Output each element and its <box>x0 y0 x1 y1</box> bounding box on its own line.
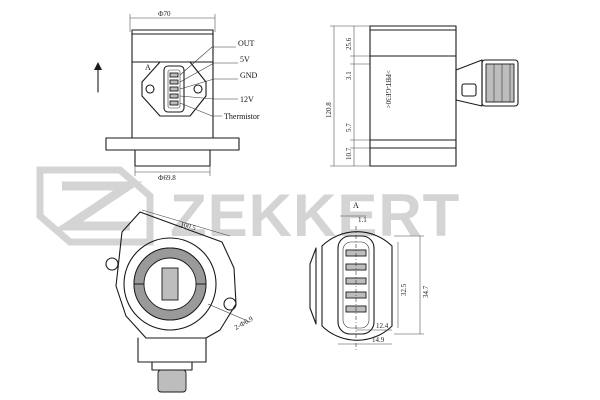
side-connector-housing <box>481 59 519 107</box>
connector-socket <box>163 65 185 113</box>
bottom-screen-lower <box>133 283 207 321</box>
dim-diagonal-line <box>141 209 231 237</box>
pin-5 <box>169 100 179 106</box>
pin-1 <box>169 72 179 78</box>
leader-5v <box>179 62 238 83</box>
dim-top-diameter: Ф70 <box>158 10 171 18</box>
bottom-view: 100.5 2-Ф6.9 <box>105 209 255 393</box>
dim-side-3: 5.7 <box>345 123 353 132</box>
front-view: Ф70 A OUT 5V GND 12V Thermistor <box>94 10 260 182</box>
dim-bottom-diameter: Ф69.8 <box>158 174 176 182</box>
side-connector-face <box>485 63 515 103</box>
dim-width-outer: 14.9 <box>372 336 385 344</box>
label-12v: 12V <box>240 95 254 104</box>
label-out: OUT <box>238 39 255 48</box>
bottom-flange <box>115 211 237 339</box>
leader-12v <box>179 95 238 100</box>
connector-plate <box>141 61 207 117</box>
dim-hole-leader <box>207 303 251 323</box>
dim-height-inner: 32.5 <box>400 283 408 296</box>
bottom-connector-base <box>137 337 207 363</box>
mount-hole-right <box>193 84 203 94</box>
connector-pins <box>169 72 179 106</box>
bottom-sensor-element <box>161 267 179 301</box>
zekkert-watermark: ZEKKERT <box>36 166 460 249</box>
label-thermistor: Thermistor <box>224 112 260 121</box>
bottom-connector-plug <box>157 369 187 393</box>
pin-3 <box>169 86 179 92</box>
dim-side-2: 3.1 <box>345 71 353 80</box>
side-connector-latch <box>461 83 477 97</box>
watermark-emblem <box>36 166 154 246</box>
bottom-connector-neck <box>151 361 193 371</box>
detail-section-mark: A <box>353 201 359 210</box>
part-mark: >PBT-GF30< <box>384 70 392 108</box>
detail-housing-outer <box>321 231 393 341</box>
front-flange <box>105 137 240 151</box>
side-view: 120.8 25.6 3.1 5.7 10.7 >PBT-GF30< <box>325 25 519 167</box>
connector-detail-view: A 1.1 32.5 34.7 12.4 14.9 <box>309 201 430 350</box>
dim-side-1: 25.6 <box>345 37 353 50</box>
pin-4 <box>169 93 179 99</box>
side-body <box>369 25 457 167</box>
mount-hole-left <box>145 84 155 94</box>
dim-height-outer: 34.7 <box>422 285 430 298</box>
dim-overall-height: 120.8 <box>325 102 333 118</box>
dim-side-4: 10.7 <box>345 147 353 160</box>
leader-thermistor <box>179 102 222 117</box>
leader-gnd <box>179 78 238 90</box>
flow-arrow-icon <box>94 62 102 70</box>
bottom-hole-right <box>223 297 237 311</box>
side-connector-neck <box>455 59 483 107</box>
dim-hole: 2-Ф6.9 <box>233 314 255 331</box>
detail-side-tab <box>309 247 317 325</box>
leader-out <box>179 46 236 76</box>
label-gnd: GND <box>240 71 258 80</box>
front-outlet <box>134 149 211 167</box>
dim-top: 1.1 <box>358 216 367 224</box>
bottom-bore-outer <box>123 237 217 331</box>
watermark-text: ZEKKERT <box>170 182 460 249</box>
label-5v: 5V <box>240 55 250 64</box>
dim-width-inner: 12.4 <box>376 322 389 330</box>
section-mark-a: A <box>145 63 151 72</box>
pin-2 <box>169 79 179 85</box>
bottom-hole-left <box>105 257 119 271</box>
